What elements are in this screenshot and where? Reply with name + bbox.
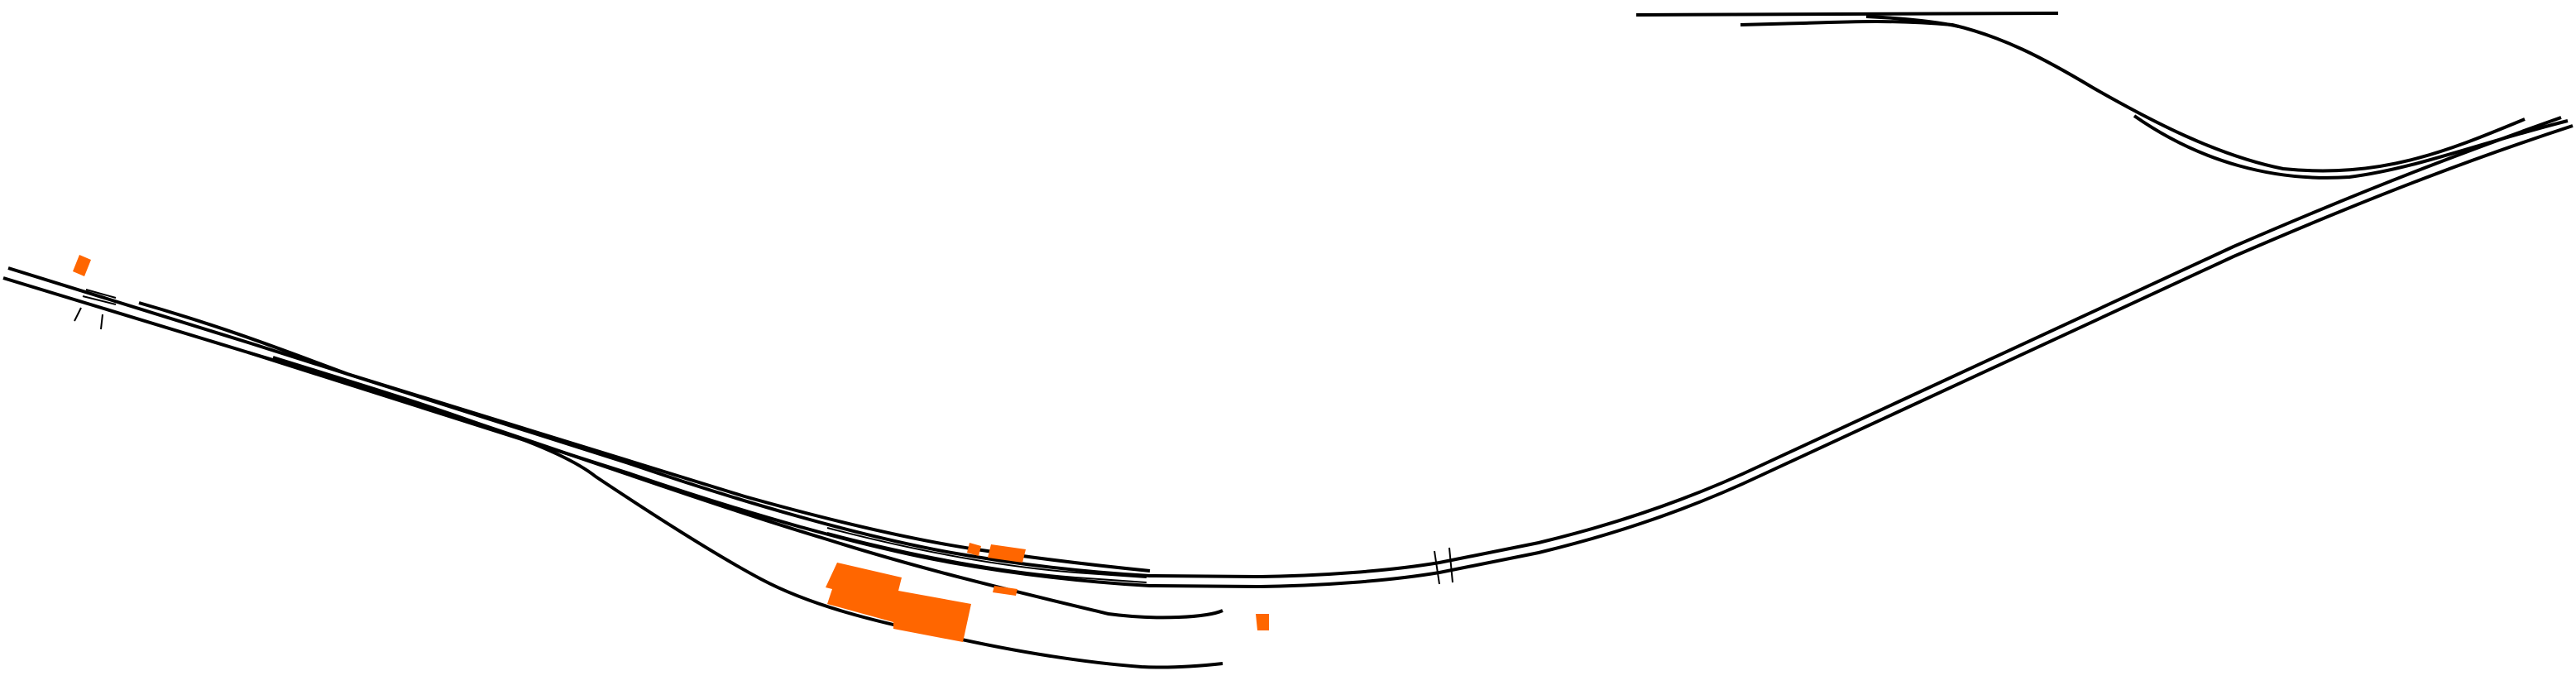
platform-edge-upper: [826, 527, 1147, 578]
loop-track: [138, 301, 1151, 573]
north-branch: [1635, 12, 2569, 180]
bridge-tick-east: [1448, 547, 1453, 583]
building-small-1: [967, 543, 981, 556]
building-kiosk: [1256, 614, 1269, 630]
platform-edge-upper-2: [826, 532, 1147, 583]
branch-curve-track: [1740, 20, 2526, 173]
signal-tick-1: [74, 307, 82, 322]
branch-straight-track: [1635, 12, 2059, 17]
branch-spur: [1865, 15, 1960, 28]
station-loop: [138, 301, 1151, 573]
west-signals: [74, 307, 103, 330]
building-small-2: [988, 544, 1026, 563]
bridge-tick-west: [1434, 550, 1440, 585]
main-line-track-south: [2, 124, 2574, 588]
signal-tick-2: [100, 314, 103, 330]
bridge-marker: [1434, 547, 1453, 585]
main-line: [2, 116, 2574, 588]
platform-west-mark: [85, 289, 117, 299]
station-main-building: [826, 563, 971, 642]
branch-inner-curve-track: [2133, 114, 2569, 180]
sidings: [247, 351, 1223, 669]
building-west-hut: [73, 255, 91, 276]
building-shed: [993, 586, 1017, 596]
station-buildings: [73, 255, 1269, 642]
siding-long-curve: [272, 356, 1223, 669]
platform-west-mark-2: [82, 295, 117, 305]
main-line-track-north: [7, 116, 2562, 578]
platforms: [82, 289, 1147, 583]
